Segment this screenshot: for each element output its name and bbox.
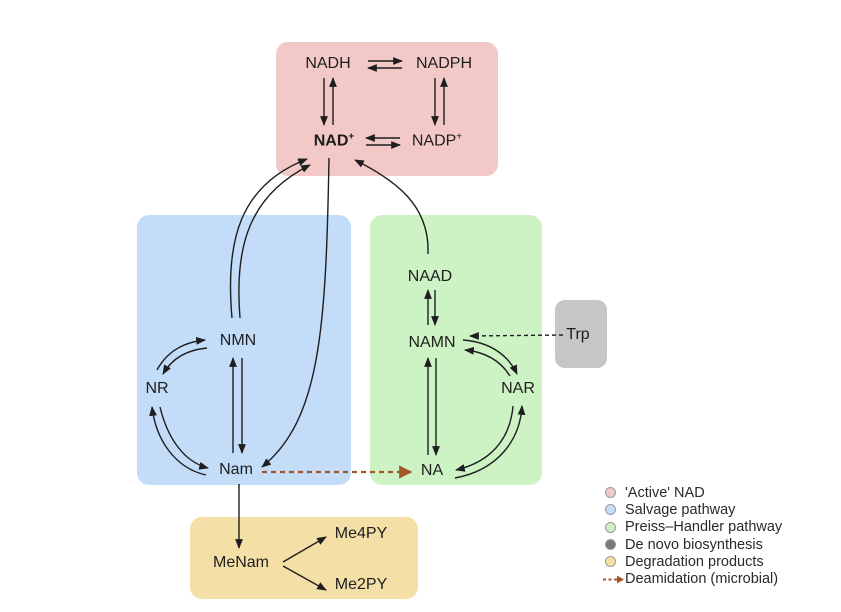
arrow-nam-to-nr (149, 406, 207, 476)
node-nar: NAR (501, 380, 535, 397)
legend-label-deamidation: Deamidation (microbial) (625, 571, 779, 588)
node-me2py: Me2PY (334, 576, 388, 593)
nad-superscript: + (348, 131, 355, 143)
arrow-nar-to-na (455, 405, 514, 472)
node-na: NA (420, 462, 444, 479)
legend-item-salvage: Salvage pathway (603, 501, 782, 518)
legend-label-active-nad: 'Active' NAD (625, 484, 705, 501)
node-nadp-plus: NADP+ (412, 131, 462, 150)
dashed-arrow-icon (603, 575, 624, 584)
arrow-nmn-to-nad-outer (229, 158, 308, 319)
legend-item-deamidation: Deamidation (microbial) (603, 570, 782, 587)
node-nr: NR (145, 380, 169, 397)
arrow-menam-to-me2py (282, 565, 327, 591)
legend-swatch-de-novo (605, 539, 616, 551)
nadp-text: NADP (411, 132, 457, 150)
node-nmn: NMN (219, 332, 257, 349)
legend-label-de-novo: De novo biosynthesis (625, 536, 763, 553)
nad-text: NAD (313, 132, 349, 150)
legend-label-preiss-handler: Preiss–Handler pathway (625, 519, 783, 536)
arrow-nmn-to-nr (162, 347, 208, 375)
node-nam: Nam (219, 461, 253, 478)
arrow-nar-to-namn (464, 346, 511, 377)
legend-item-de-novo: De novo biosynthesis (603, 536, 782, 553)
legend-label-salvage: Salvage pathway (625, 501, 736, 518)
active-nad-region (276, 42, 498, 176)
node-nadph: NADPH (415, 55, 473, 72)
arrow-nr-to-nam (159, 406, 209, 470)
arrow-trp-to-namn (469, 331, 564, 340)
node-naad: NAAD (407, 268, 453, 285)
node-me4py: Me4PY (334, 525, 388, 542)
arrow-menam-to-me4py (282, 536, 327, 563)
legend-swatch-degradation (605, 556, 616, 568)
node-menam: MeNam (212, 554, 270, 571)
preiss-handler-region (370, 215, 542, 485)
de-novo-region (555, 300, 607, 368)
legend-swatch-active-nad (605, 487, 616, 499)
arrow-nr-to-nmn (156, 336, 206, 371)
arrow-na-to-nar (454, 405, 526, 479)
degradation-region (190, 517, 418, 599)
arrow-nmn-to-nad-inner (238, 164, 311, 319)
arrow-namn-to-nar (462, 339, 518, 375)
legend-swatch-salvage (605, 504, 616, 516)
legend-item-active-nad: 'Active' NAD (603, 484, 782, 501)
arrow-nad-to-nam (261, 157, 330, 468)
legend-item-degradation: Degradation products (603, 553, 782, 570)
legend-label-degradation: Degradation products (625, 553, 764, 570)
node-nadh: NADH (305, 55, 351, 72)
legend: 'Active' NAD Salvage pathway Preiss–Hand… (603, 484, 782, 588)
node-namn: NAMN (408, 334, 456, 351)
legend-swatch-preiss-handler (605, 521, 616, 533)
legend-item-preiss-handler: Preiss–Handler pathway (603, 519, 782, 536)
node-trp: Trp (566, 326, 590, 343)
nadp-superscript: + (456, 131, 463, 143)
arrow-naad-to-nad (354, 159, 429, 255)
node-nad-plus: NAD+ (314, 131, 355, 150)
